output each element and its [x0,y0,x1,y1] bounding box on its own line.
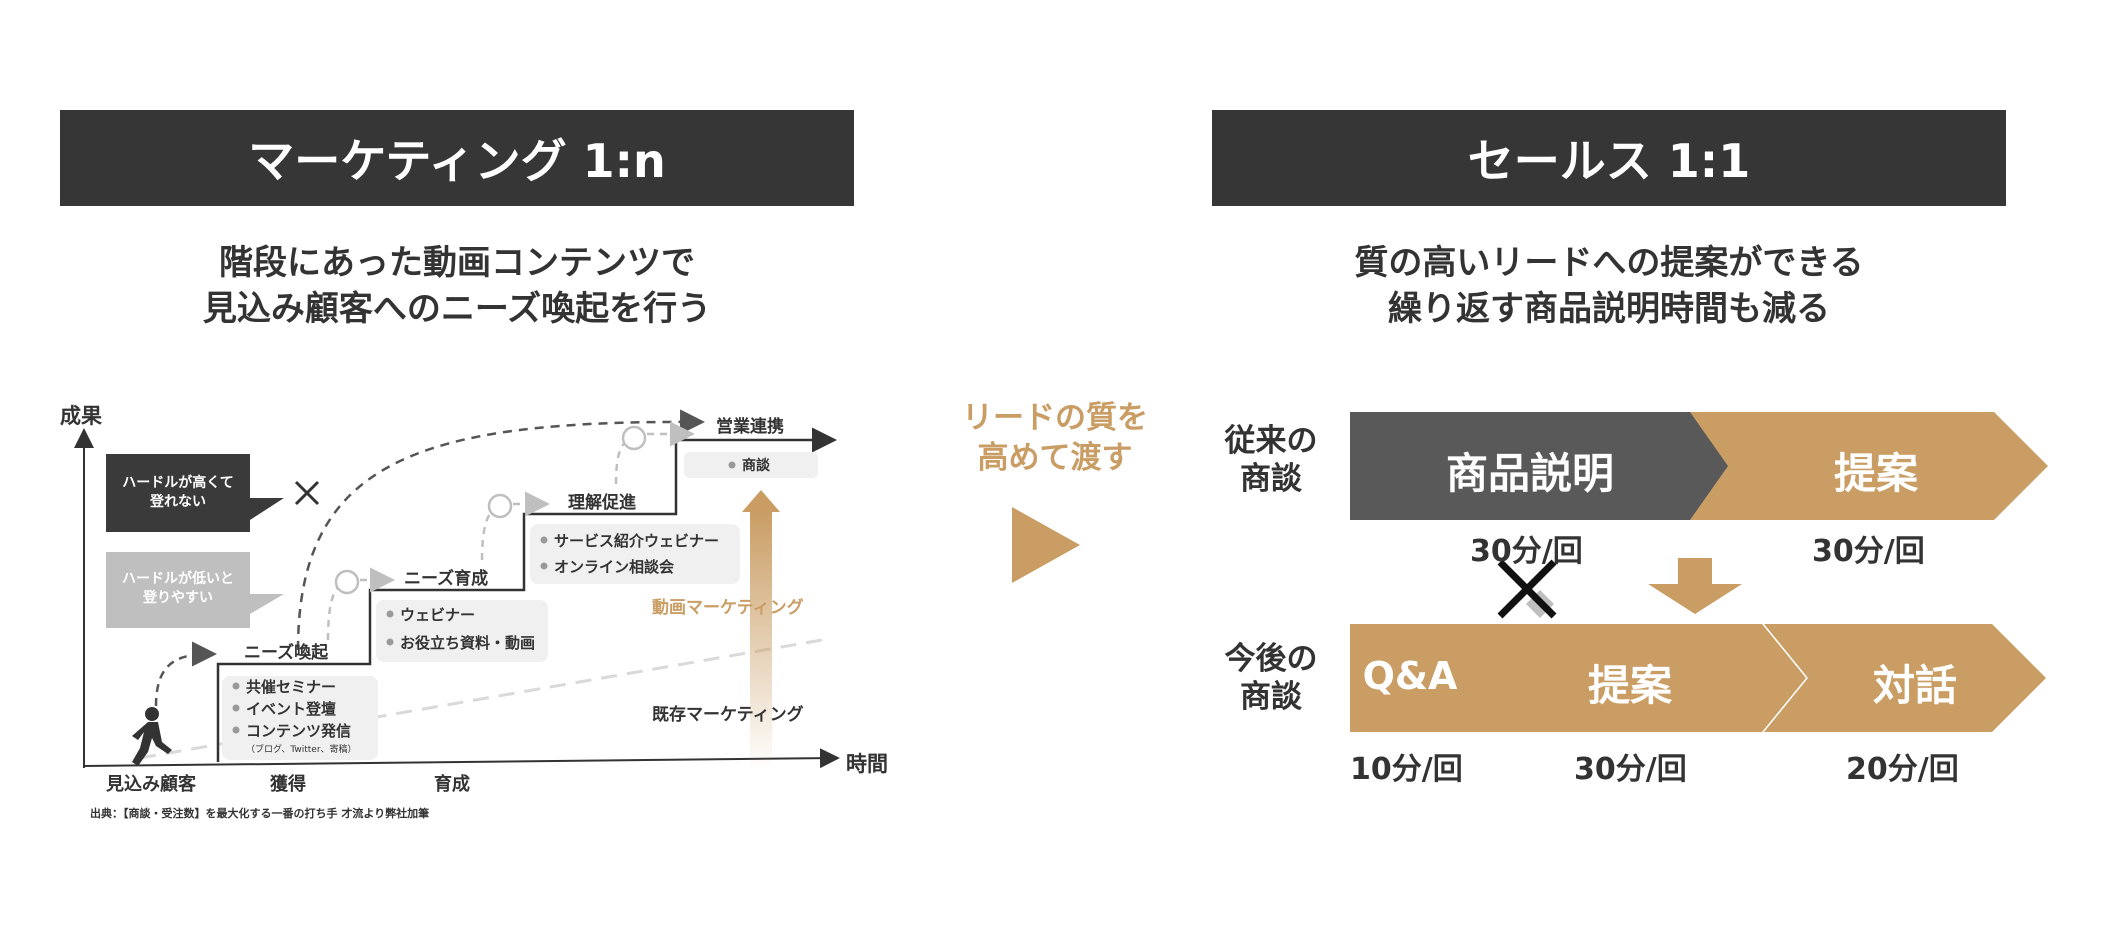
walking-person-icon [132,707,172,766]
handover-line2: 高めて渡す [977,440,1133,476]
bubble-dark-text: ハードルが高くて 登れない [122,475,234,510]
marketing-title: マーケティング 1:n [248,134,666,188]
box-2-item-1: ウェビナー [400,606,476,624]
handover-text: リードの質を 高めて渡す [940,398,1170,478]
staircase-diagram [74,409,840,770]
chevron-product-explanation [1350,412,1732,520]
x-axis [83,748,840,769]
x-label-acquisition: 獲得 [270,774,306,795]
marketing-subtitle-line1: 階段にあった動画コンテンツで [219,243,695,283]
box-2 [376,600,548,662]
time-dialogue: 20分/回 [1846,752,1959,787]
box-3-item-2: オンライン相談会 [554,558,675,576]
step-label-needs-nurture: ニーズ育成 [404,569,489,589]
chevron-proposal-old [1690,412,2048,520]
chevron-proposal-new-label: 提案 [1587,661,1672,710]
box-1-item-3: コンテンツ発信 [246,722,352,740]
sales-subtitle-line1: 質の高いリードへの提案ができる [1354,243,1864,283]
time-proposal-old: 30分/回 [1812,534,1925,569]
chevron-dialogue-label: 対話 [1872,661,1957,710]
box-1-item-2: イベント登壇 [246,700,337,718]
x-label-nurture: 育成 [434,774,470,795]
sales-subtitle: 質の高いリードへの提案ができる 繰り返す商品説明時間も減る [1212,240,2006,332]
time-qa: 10分/回 [1350,752,1463,787]
chevron-product-explanation-label: 商品説明 [1445,449,1614,498]
chevron-dialogue [1764,624,2046,732]
x-axis-label: 時間 [846,752,888,776]
step-label-needs-awareness: ニーズ喚起 [244,643,329,663]
marketing-subtitle-line2: 見込み顧客へのニーズ喚起を行う [202,289,712,329]
step-label-sales-link: 営業連携 [716,417,784,437]
box-3-item-1: サービス紹介ウェビナー [554,532,720,550]
marketing-header: マーケティング 1:n [60,110,854,206]
chevron-qa-label: Q&A [1362,654,1458,698]
source-note: 出典：【商談・受注数】を最大化する一番の打ち手 才流より弊社加筆 [90,807,430,820]
cross-icon [1497,559,1557,619]
existing-marketing-label: 既存マーケティング [652,705,804,725]
box-4 [684,452,818,478]
sales-subtitle-line2: 繰り返す商品説明時間も減る [1388,289,1830,329]
staircase-line [216,427,837,762]
box-1-item-1: 共催セミナー [246,678,337,696]
time-product-explanation: 30分/回 [1470,534,1583,569]
box-1 [222,676,378,760]
video-marketing-arrow-icon [742,490,780,770]
sales-title: セールス 1:1 [1467,134,1751,188]
box-2-item-2: お役立ち資料・動画 [400,634,536,652]
row2-label: 今後の 商談 [1224,641,1318,715]
box-3 [530,524,740,584]
right-triangle-icon [1012,507,1080,583]
box-1-note: （ブログ、Twitter、寄稿） [246,745,357,755]
blocked-cross-icon [294,480,320,506]
chevron-proposal-new [1448,624,1806,732]
first-step-curve [154,641,217,707]
high-hurdle-curve [296,409,705,651]
row1-label: 従来の 商談 [1224,423,1318,497]
bubble-light [106,552,284,628]
bubble-light-text: ハードルが低いと 登りやすい [122,571,234,606]
time-proposal-new: 30分/回 [1574,752,1687,787]
chevron-qa [1350,624,1494,732]
video-marketing-label: 動画マーケティング [652,598,804,618]
y-axis-label: 成果 [60,404,102,428]
x-label-prospect: 見込み顧客 [106,774,196,795]
step-label-understanding: 理解促進 [568,493,636,513]
chevron-proposal-old-label: 提案 [1833,449,1918,498]
down-arrow-icon [1648,558,1742,614]
box-4-item-1: 商談 [742,458,770,474]
marketing-subtitle: 階段にあった動画コンテンツで 見込み顧客へのニーズ喚起を行う [60,240,854,332]
handover-line1: リードの質を [962,400,1148,436]
sales-header: セールス 1:1 [1212,110,2006,206]
bubble-dark [106,454,284,532]
